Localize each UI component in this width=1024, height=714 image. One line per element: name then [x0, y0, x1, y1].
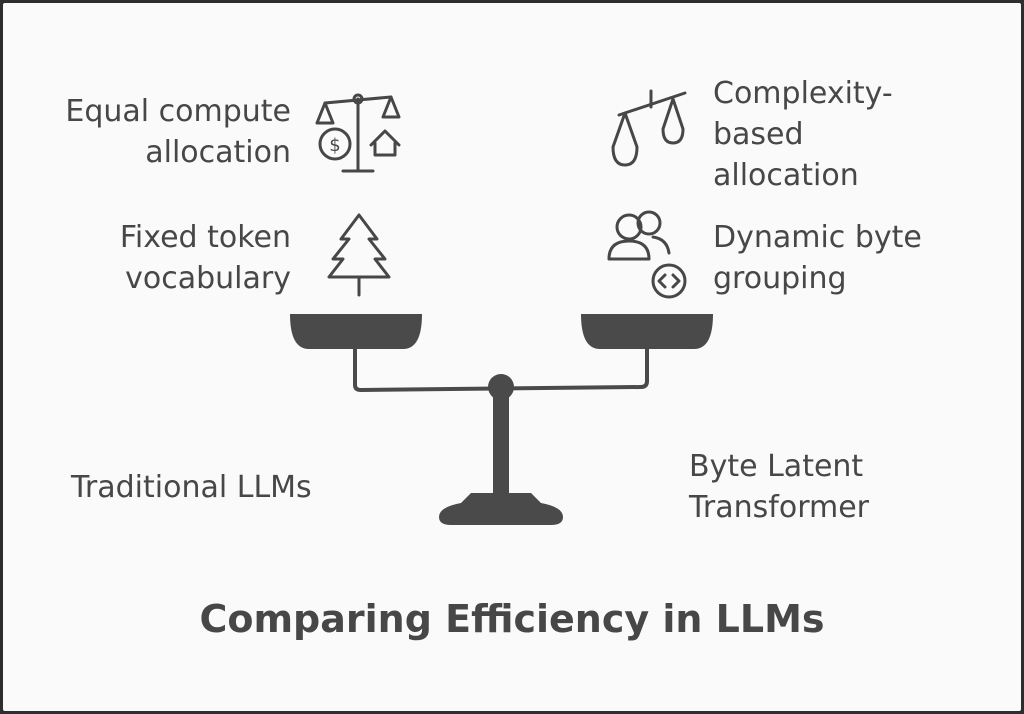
diagram-canvas: Equal compute allocation Fixed token voc… [3, 3, 1021, 711]
post [493, 395, 509, 499]
tree-icon [327, 213, 391, 297]
right-feature-grouping: Dynamic byte grouping [713, 220, 922, 296]
base [439, 493, 563, 525]
balance-scale-money-house-icon: $ [315, 93, 401, 173]
svg-text:$: $ [329, 135, 340, 156]
balance-scale [290, 314, 713, 525]
tilted-scale-icon [611, 89, 687, 167]
left-feature-vocabulary: Fixed token vocabulary [119, 220, 291, 296]
users-code-icon [607, 210, 687, 299]
right-feature-allocation: Complexity- based allocation [713, 76, 893, 193]
left-feature-compute: Equal compute allocation [65, 94, 291, 170]
page-title: Comparing Efficiency in LLMs [199, 597, 825, 641]
right-pan [581, 314, 713, 349]
pivot [488, 374, 514, 400]
left-pan [290, 314, 422, 349]
right-side-name: Byte Latent Transformer [689, 449, 870, 525]
left-side-name: Traditional LLMs [71, 470, 312, 505]
